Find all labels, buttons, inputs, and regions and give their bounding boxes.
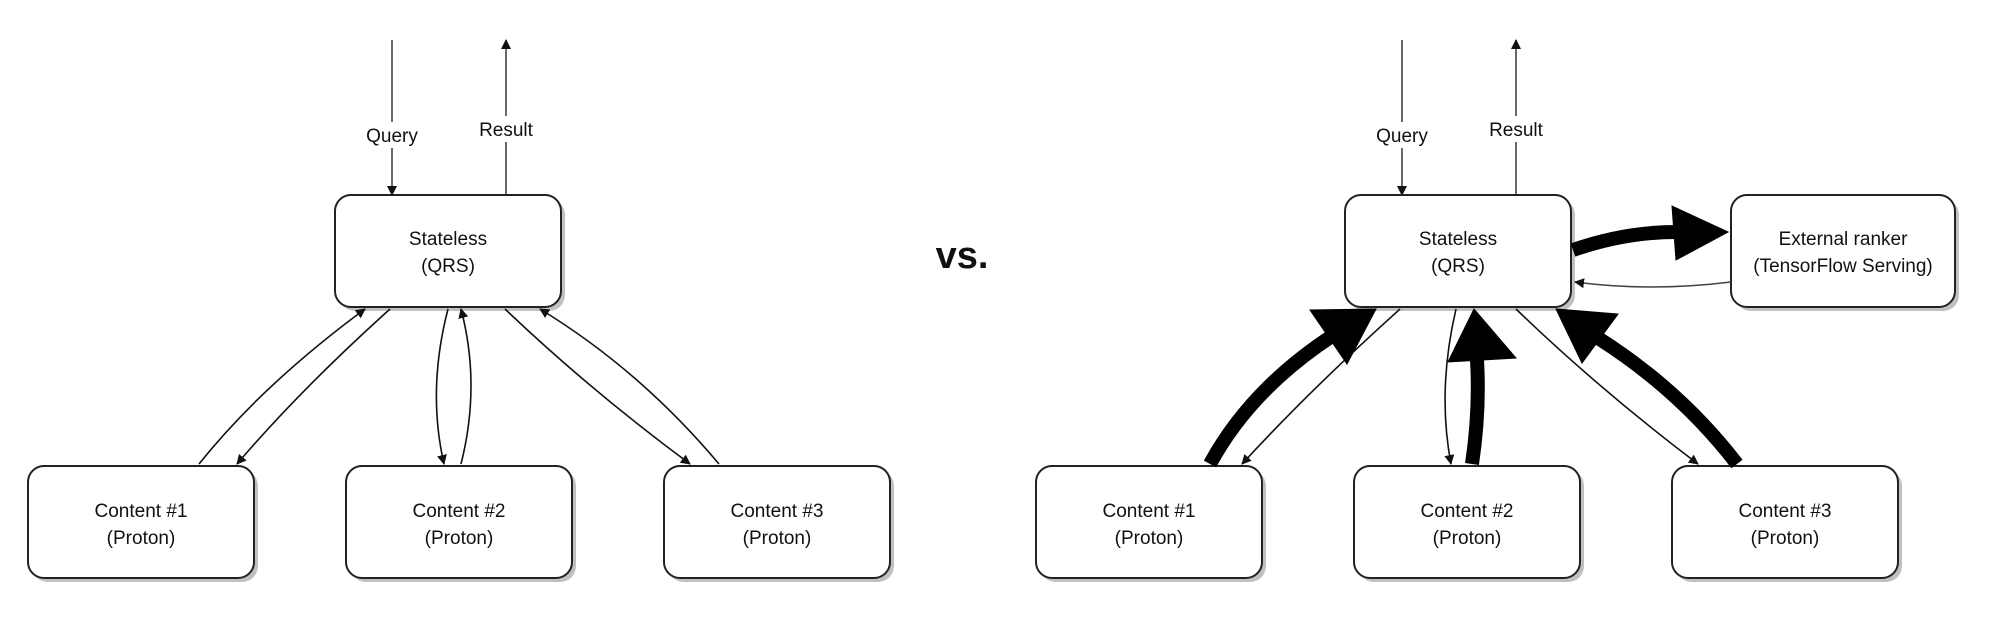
right-content-2-subtitle: (Proton) bbox=[1433, 528, 1502, 549]
right-content-1-title: Content #1 bbox=[1103, 501, 1196, 522]
right-stateless-subtitle: (QRS) bbox=[1431, 256, 1485, 277]
right-stateless-node: Stateless (QRS) bbox=[1344, 194, 1575, 311]
right-query-label: Query bbox=[1376, 126, 1428, 147]
right-content-2-title: Content #2 bbox=[1421, 501, 1514, 522]
right-content-1-subtitle: (Proton) bbox=[1115, 528, 1184, 549]
right-heavy-edge-qrs-to-ranker bbox=[1570, 205, 1730, 261]
left-edge-content-3-to-qrs bbox=[539, 308, 720, 465]
right-content-node-1: Content #1 (Proton) bbox=[1035, 465, 1266, 582]
right-edge-qrs-to-content-1 bbox=[1241, 308, 1401, 465]
left-content-node-1: Content #1 (Proton) bbox=[27, 465, 258, 582]
left-content-node-3: Content #3 (Proton) bbox=[663, 465, 894, 582]
right-edge-qrs-to-content-2 bbox=[1444, 308, 1457, 465]
left-content-3-title: Content #3 bbox=[731, 501, 824, 522]
right-result-label: Result bbox=[1489, 120, 1544, 141]
right-diagram: Query Result Stateless (QRS) External ra… bbox=[1035, 39, 1959, 582]
comparison-label: vs. bbox=[936, 235, 989, 277]
left-content-node-2: Content #2 (Proton) bbox=[345, 465, 576, 582]
left-edge-content-1-to-qrs bbox=[198, 308, 366, 465]
right-heavy-edge-content-3-to-qrs bbox=[1555, 308, 1743, 469]
external-ranker-title: External ranker bbox=[1779, 229, 1909, 250]
left-content-2-title: Content #2 bbox=[413, 501, 506, 522]
right-edge-ranker-to-qrs bbox=[1574, 278, 1732, 289]
left-content-3-subtitle: (Proton) bbox=[743, 528, 812, 549]
left-content-2-subtitle: (Proton) bbox=[425, 528, 494, 549]
left-edge-content-2-to-qrs bbox=[458, 308, 472, 465]
right-result-edge: Result bbox=[1480, 39, 1552, 195]
right-query-edge: Query bbox=[1366, 40, 1438, 196]
right-external-ranker-node: External ranker (TensorFlow Serving) bbox=[1730, 194, 1959, 311]
left-content-1-subtitle: (Proton) bbox=[107, 528, 176, 549]
right-stateless-title: Stateless bbox=[1419, 229, 1497, 250]
left-query-edge: Query bbox=[356, 40, 428, 196]
left-result-label: Result bbox=[479, 120, 534, 141]
right-heavy-edge-content-2-to-qrs bbox=[1447, 308, 1518, 466]
left-result-edge: Result bbox=[470, 39, 542, 195]
left-stateless-node: Stateless (QRS) bbox=[334, 194, 565, 311]
right-edge-qrs-to-content-3 bbox=[1515, 308, 1699, 465]
left-edge-qrs-to-content-1 bbox=[236, 308, 391, 465]
left-stateless-subtitle: (QRS) bbox=[421, 256, 475, 277]
right-content-node-3: Content #3 (Proton) bbox=[1671, 465, 1902, 582]
right-content-node-2: Content #2 (Proton) bbox=[1353, 465, 1584, 582]
left-query-label: Query bbox=[366, 126, 418, 147]
left-edge-qrs-to-content-3 bbox=[504, 308, 691, 465]
left-edge-qrs-to-content-2 bbox=[435, 308, 449, 465]
left-content-1-title: Content #1 bbox=[95, 501, 188, 522]
right-content-3-title: Content #3 bbox=[1739, 501, 1832, 522]
right-content-3-subtitle: (Proton) bbox=[1751, 528, 1820, 549]
left-diagram: Query Result Stateless (QRS) Content #1 … bbox=[27, 39, 894, 582]
external-ranker-subtitle: (TensorFlow Serving) bbox=[1753, 256, 1933, 277]
left-stateless-title: Stateless bbox=[409, 229, 487, 250]
right-heavy-edge-content-1-to-qrs bbox=[1203, 308, 1377, 468]
